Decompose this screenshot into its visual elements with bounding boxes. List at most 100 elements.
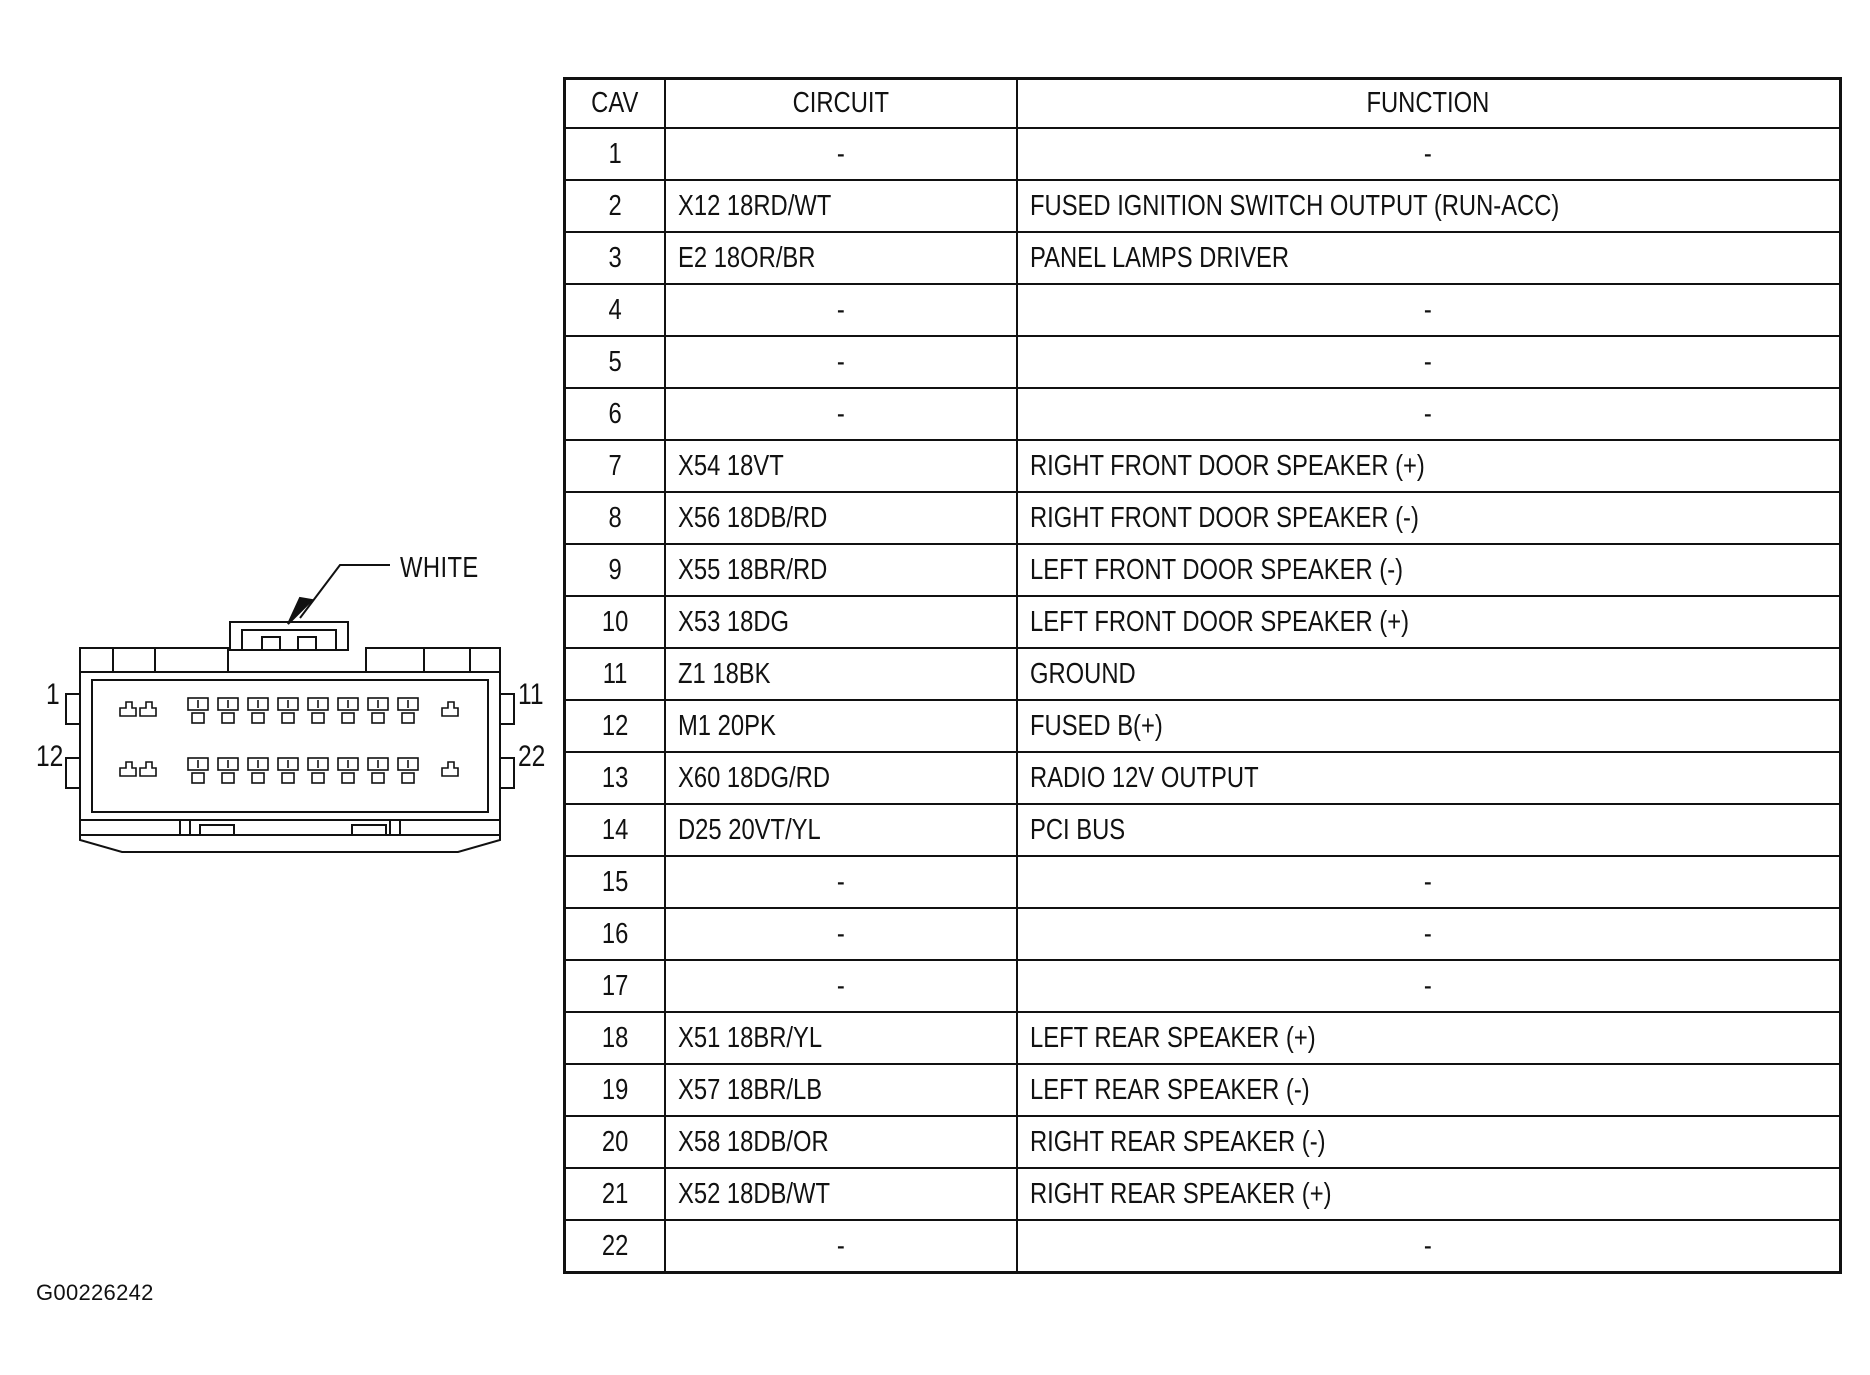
cell-function: LEFT REAR SPEAKER (+) — [1015, 1011, 1842, 1065]
pin-terminal-14 — [191, 772, 205, 784]
cell-circuit: X54 18VT — [663, 439, 1018, 493]
cell-cav: 3 — [563, 231, 666, 285]
wire-color-label: WHITE — [400, 552, 479, 584]
pin-cavity-17 — [277, 757, 299, 771]
cell-function: RIGHT FRONT DOOR SPEAKER (+) — [1015, 439, 1842, 493]
cell-function: RIGHT FRONT DOOR SPEAKER (-) — [1015, 491, 1842, 545]
cell-cav: 2 — [563, 179, 666, 233]
pin-terminal-8 — [341, 712, 355, 724]
cell-function: GROUND — [1015, 647, 1842, 701]
cell-circuit: X55 18BR/RD — [663, 543, 1018, 597]
pin-terminal-4 — [221, 712, 235, 724]
cell-circuit: - — [663, 1219, 1018, 1274]
cell-function: RADIO 12V OUTPUT — [1015, 751, 1842, 805]
pin-label-1: 1 — [46, 678, 60, 711]
cell-function: LEFT FRONT DOOR SPEAKER (-) — [1015, 543, 1842, 597]
cell-circuit: - — [663, 959, 1018, 1013]
pin-cavity-2 — [139, 701, 157, 717]
cell-circuit: X53 18DG — [663, 595, 1018, 649]
cell-circuit: Z1 18BK — [663, 647, 1018, 701]
cell-cav: 4 — [563, 283, 666, 337]
pin-terminal-3 — [191, 712, 205, 724]
cell-circuit: X58 18DB/OR — [663, 1115, 1018, 1169]
header-function: FUNCTION — [1015, 77, 1842, 129]
pin-terminal-6 — [281, 712, 295, 724]
pin-cavity-13 — [139, 761, 157, 777]
pin-terminal-9 — [371, 712, 385, 724]
table-row: 15-- — [563, 855, 1842, 909]
table-row: 22-- — [563, 1219, 1842, 1274]
cell-cav: 18 — [563, 1011, 666, 1065]
cell-function: LEFT REAR SPEAKER (-) — [1015, 1063, 1842, 1117]
pin-cavity-4 — [217, 697, 239, 711]
cell-function: - — [1015, 855, 1842, 909]
cell-circuit: - — [663, 907, 1018, 961]
cell-circuit: X12 18RD/WT — [663, 179, 1018, 233]
connector-diagram: WHITE 1 12 11 22 — [0, 500, 560, 900]
cell-cav: 7 — [563, 439, 666, 493]
pin-cavity-9 — [367, 697, 389, 711]
pin-terminal-7 — [311, 712, 325, 724]
cell-cav: 14 — [563, 803, 666, 857]
cell-cav: 13 — [563, 751, 666, 805]
cell-circuit: X56 18DB/RD — [663, 491, 1018, 545]
cell-function: FUSED B(+) — [1015, 699, 1842, 753]
cell-function: - — [1015, 907, 1842, 961]
cell-circuit: D25 20VT/YL — [663, 803, 1018, 857]
cell-function: RIGHT REAR SPEAKER (-) — [1015, 1115, 1842, 1169]
cell-circuit: E2 18OR/BR — [663, 231, 1018, 285]
cell-cav: 20 — [563, 1115, 666, 1169]
header-cav: CAV — [563, 77, 666, 129]
table-row: 4-- — [563, 283, 1842, 337]
cell-circuit: X60 18DG/RD — [663, 751, 1018, 805]
cell-function: - — [1015, 387, 1842, 441]
table-row: 17-- — [563, 959, 1842, 1013]
table-row: 5-- — [563, 335, 1842, 389]
pin-terminal-19 — [341, 772, 355, 784]
arrow-head — [287, 596, 315, 625]
latch — [229, 621, 349, 651]
cell-cav: 22 — [563, 1219, 666, 1274]
pin-terminal-21 — [401, 772, 415, 784]
cell-cav: 19 — [563, 1063, 666, 1117]
cell-function: - — [1015, 335, 1842, 389]
pin-terminal-5 — [251, 712, 265, 724]
cell-circuit: - — [663, 855, 1018, 909]
leader-line — [299, 564, 390, 619]
pin-cavity-12 — [119, 761, 137, 777]
pin-cavity-8 — [337, 697, 359, 711]
pin-terminal-17 — [281, 772, 295, 784]
cell-function: - — [1015, 283, 1842, 337]
cell-function: LEFT FRONT DOOR SPEAKER (+) — [1015, 595, 1842, 649]
connector-body — [79, 671, 501, 821]
pin-label-22: 22 — [518, 740, 546, 773]
cell-circuit: - — [663, 127, 1018, 181]
pin-cavity-20 — [367, 757, 389, 771]
pin-cavity-22 — [441, 761, 459, 777]
table-header-row: CAV CIRCUIT FUNCTION — [563, 77, 1842, 129]
cell-function: FUSED IGNITION SWITCH OUTPUT (RUN-ACC) — [1015, 179, 1842, 233]
connector-drawing — [65, 564, 515, 853]
cell-cav: 21 — [563, 1167, 666, 1221]
cell-function: RIGHT REAR SPEAKER (+) — [1015, 1167, 1842, 1221]
cell-circuit: X51 18BR/YL — [663, 1011, 1018, 1065]
pin-terminal-15 — [221, 772, 235, 784]
pin-cavity-21 — [397, 757, 419, 771]
cell-cav: 5 — [563, 335, 666, 389]
cell-cav: 12 — [563, 699, 666, 753]
pin-cavity-10 — [397, 697, 419, 711]
pin-cavity-19 — [337, 757, 359, 771]
